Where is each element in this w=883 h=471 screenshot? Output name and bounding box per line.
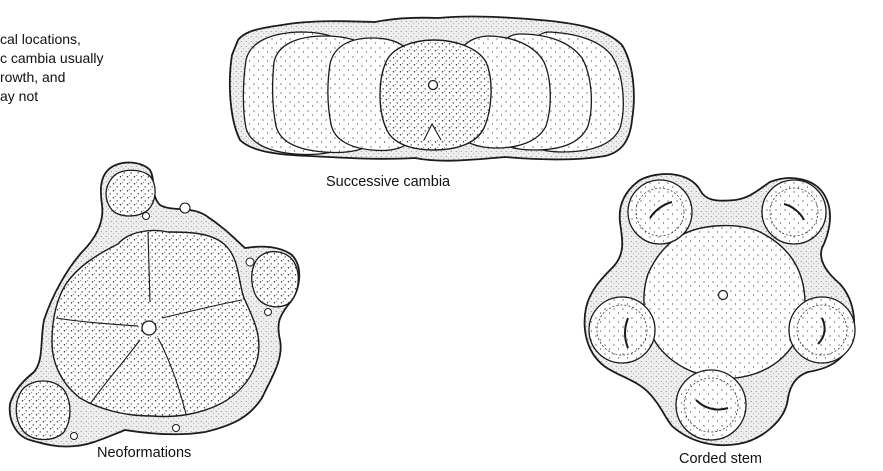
cord-left bbox=[589, 297, 655, 363]
central-pith bbox=[429, 81, 438, 90]
text-line: c cambia usually bbox=[0, 49, 104, 68]
cord-right bbox=[789, 297, 855, 363]
cord-top-left bbox=[628, 180, 692, 244]
neoformations-diagram bbox=[10, 163, 300, 447]
neoformation-small-bud-1 bbox=[180, 203, 190, 213]
caption-neoformations: Neoformations bbox=[97, 445, 191, 461]
text-line: cal locations, bbox=[0, 30, 104, 49]
caption-corded-stem: Corded stem bbox=[679, 451, 762, 467]
neoformation-small-bud-5 bbox=[173, 425, 180, 432]
text-line: ay not bbox=[0, 87, 104, 106]
corded-central-pith bbox=[719, 291, 728, 300]
corded-stem-diagram bbox=[585, 174, 855, 445]
cropped-body-text: cal locations, c cambia usually rowth, a… bbox=[0, 30, 104, 106]
neoformation-central-pith bbox=[142, 321, 156, 335]
cord-top-right bbox=[762, 180, 826, 244]
neoformation-small-bud-3 bbox=[246, 258, 254, 266]
caption-successive-cambia: Successive cambia bbox=[326, 174, 450, 190]
neoformation-small-bud-6 bbox=[71, 433, 78, 440]
neoformation-small-bud-4 bbox=[265, 309, 272, 316]
neoformation-small-bud-2 bbox=[143, 213, 150, 220]
text-line: rowth, and bbox=[0, 68, 104, 87]
successive-cambia-diagram bbox=[230, 17, 634, 161]
cord-bottom bbox=[676, 370, 746, 440]
